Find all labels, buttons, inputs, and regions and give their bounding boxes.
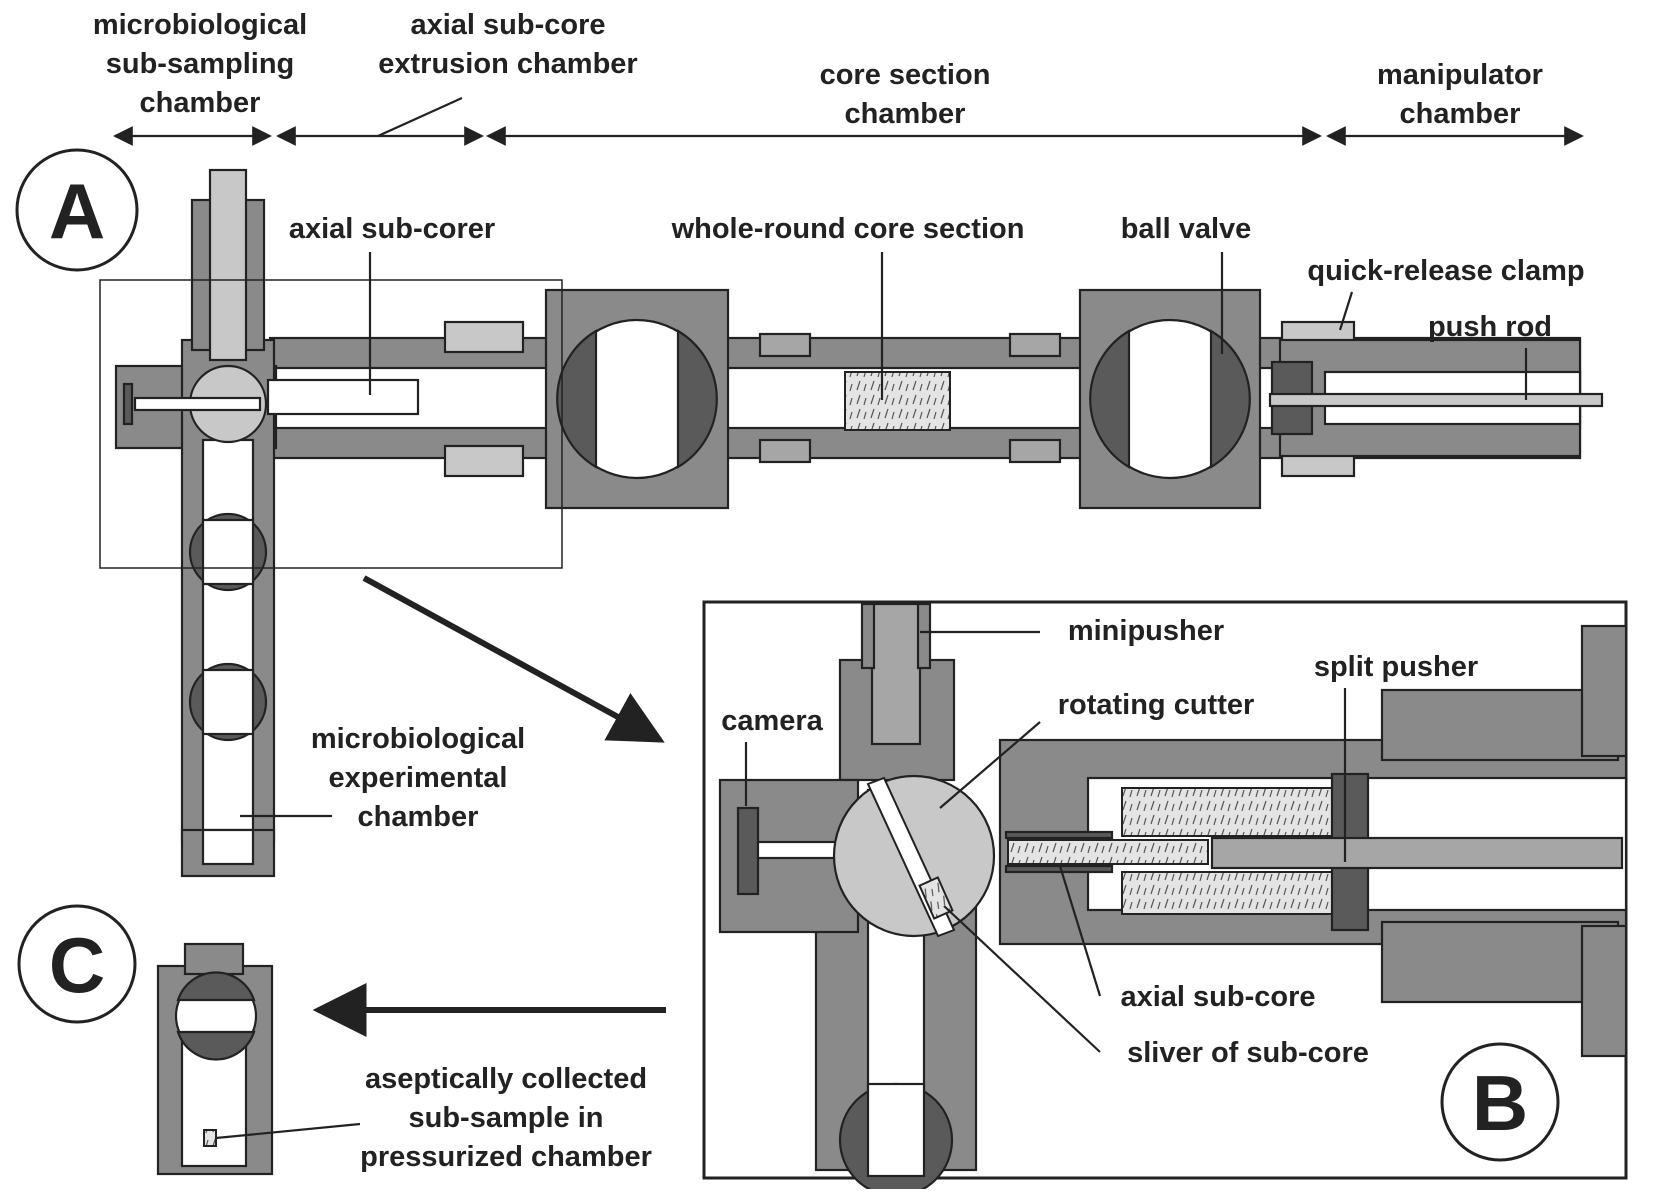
extrusion-leader-line xyxy=(377,96,463,138)
label-push-rod: push rod xyxy=(1428,311,1552,343)
valve-ball-segment xyxy=(556,329,598,469)
label-sliver-of-sub-core: sliver of sub-core xyxy=(1127,1037,1369,1069)
label-camera: camera xyxy=(721,705,823,737)
label-microbiological-experimental-chamber: microbiological experimental chamber xyxy=(311,723,525,833)
label-line-2: sub-sample in xyxy=(409,1102,604,1134)
ball-valve-left xyxy=(544,288,730,510)
leader-sub-sample xyxy=(215,1122,361,1140)
manipulator-assembly xyxy=(1268,338,1604,458)
zoom-region-outline xyxy=(99,279,563,569)
panel-c-badge: C xyxy=(17,904,137,1024)
valve-ball-segment xyxy=(1089,329,1131,469)
axial-sub-corer-tube xyxy=(266,378,420,416)
chamber-label-line-1: manipulator xyxy=(1377,59,1543,91)
leader-quick-release-clamp xyxy=(1338,291,1354,331)
panel-c-chamber xyxy=(156,942,274,1176)
panel-b-detail xyxy=(718,602,1628,1194)
leader-rotating-cutter xyxy=(939,721,1041,809)
coupling xyxy=(758,438,812,464)
label-axial-sub-core: axial sub-core xyxy=(1120,981,1315,1013)
cutter-slot xyxy=(133,396,262,412)
label-split-pusher: split pusher xyxy=(1314,651,1478,683)
label-minipusher: minipusher xyxy=(1068,615,1224,647)
vertical-tube-end-bore xyxy=(201,828,255,866)
sub-sample xyxy=(203,1129,217,1147)
zoom-arrow xyxy=(362,575,665,743)
label-rotating-cutter: rotating cutter xyxy=(1058,689,1255,721)
label-line-3: chamber xyxy=(358,801,479,833)
chamber-label-line-2: sub-sampling xyxy=(106,48,295,80)
b-minipusher-flange xyxy=(916,602,932,670)
chamber-label-line-2: extrusion chamber xyxy=(378,48,637,80)
chamber-label-axial-sub-core-extrusion: axial sub-core extrusion chamber xyxy=(378,9,637,80)
valve-ball-segment xyxy=(676,329,718,469)
chamber-c-neck xyxy=(183,942,245,976)
lower-valve-bore xyxy=(201,668,255,736)
panel-c-letter: C xyxy=(49,921,105,1009)
chamber-label-microbiological-sub-sampling: microbiological sub-sampling chamber xyxy=(93,9,307,119)
b-camera xyxy=(736,806,760,896)
chamber-label-line-1: axial sub-core xyxy=(410,9,605,41)
leader-axial-sub-core xyxy=(1058,865,1102,997)
panel-b-letter: B xyxy=(1472,1059,1528,1147)
ball-valve-right xyxy=(1078,288,1262,510)
vertical-tube-bore xyxy=(201,438,255,856)
b-clamp-bottom xyxy=(1380,920,1620,1004)
coupling xyxy=(1008,438,1062,464)
label-line-1: microbiological xyxy=(311,723,525,755)
b-clamp-top xyxy=(1380,688,1620,762)
chamber-label-manipulator: manipulator chamber xyxy=(1377,59,1543,130)
leader-sliver-of-sub-core xyxy=(943,905,1101,1053)
b-corer-wall xyxy=(1004,864,1114,874)
b-sub-core-lower xyxy=(1121,871,1333,915)
label-line-3: pressurized chamber xyxy=(360,1141,652,1173)
collar xyxy=(443,320,525,354)
b-minipusher-flange xyxy=(860,602,876,670)
chamber-c-ball-top xyxy=(176,971,256,1002)
label-axial-sub-corer: axial sub-corer xyxy=(289,213,495,245)
chamber-c-ball-bottom xyxy=(176,1030,256,1061)
collar xyxy=(443,444,525,478)
label-line-2: experimental xyxy=(329,762,508,794)
chamber-label-line-2: chamber xyxy=(1400,98,1521,130)
chamber-label-line-1: core section xyxy=(820,59,991,91)
label-aseptically-collected: aseptically collected sub-sample in pres… xyxy=(360,1063,652,1173)
camera-small xyxy=(122,382,134,426)
b-right-flange xyxy=(1580,924,1628,1058)
panel-b-badge: B xyxy=(1440,1042,1560,1162)
chamber-label-line-2: chamber xyxy=(845,98,966,130)
coupling xyxy=(758,332,812,358)
panel-a-letter: A xyxy=(49,167,105,255)
b-axial-sub-core xyxy=(1007,839,1209,865)
b-lower-ball-bore xyxy=(866,1082,926,1178)
push-rod xyxy=(1268,392,1604,408)
b-minipusher-rod xyxy=(870,602,922,746)
panel-a-badge: A xyxy=(15,148,139,272)
b-push-rod xyxy=(1210,836,1624,870)
label-whole-round-core-section: whole-round core section xyxy=(671,213,1025,245)
label-line-1: aseptically collected xyxy=(365,1063,647,1095)
chamber-label-core-section: core section chamber xyxy=(820,59,991,130)
label-ball-valve: ball valve xyxy=(1121,213,1252,245)
label-quick-release-clamp: quick-release clamp xyxy=(1307,255,1584,287)
valve-ball-segment xyxy=(1209,329,1251,469)
lower-valve-bore xyxy=(201,518,255,586)
minipusher-rod xyxy=(208,168,248,362)
coupling xyxy=(1008,332,1062,358)
b-right-flange xyxy=(1580,624,1628,758)
chamber-label-line-1: microbiological xyxy=(93,9,307,41)
b-sub-core-upper xyxy=(1121,787,1333,837)
vertical-sub-sampling-assembly xyxy=(114,168,420,878)
chamber-label-line-3: chamber xyxy=(140,87,261,119)
b-sliver xyxy=(918,876,954,920)
whole-round-core-section xyxy=(844,371,951,431)
b-corer-wall xyxy=(1004,830,1114,840)
